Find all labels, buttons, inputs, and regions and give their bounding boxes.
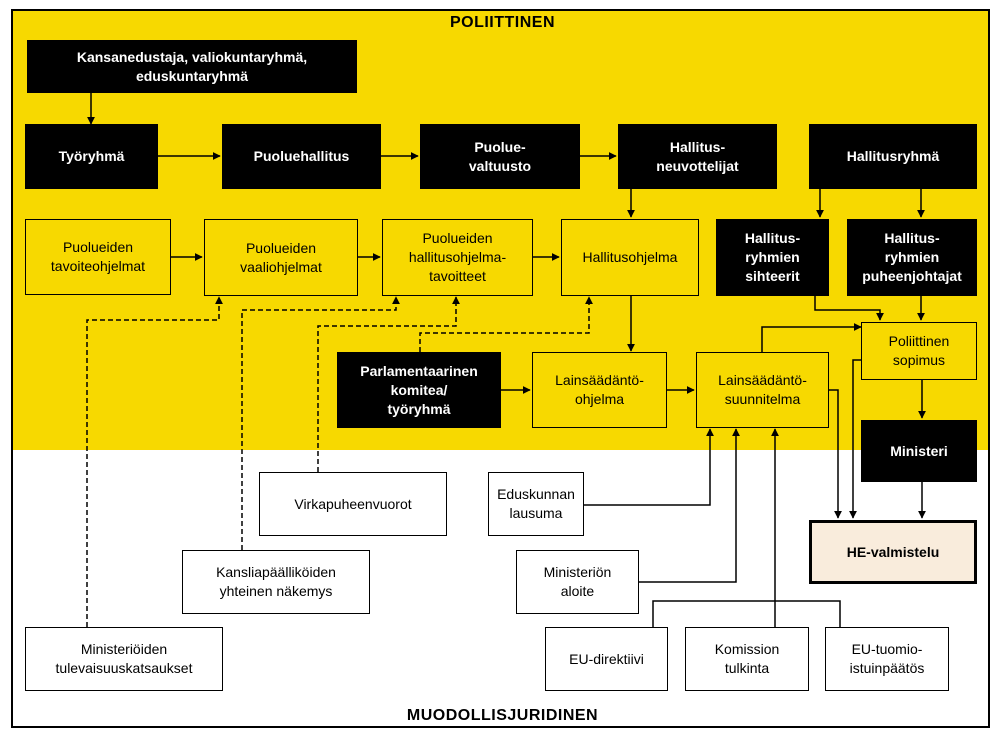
node-hallitusohjelmatavoitteet: Puolueiden hallitusohjelma- tavoitteet xyxy=(382,219,533,296)
node-ministeri: Ministeri xyxy=(861,420,977,482)
node-eu-direktiivi: EU-direktiivi xyxy=(545,627,668,691)
node-hallitusneuvottelijat: Hallitus- neuvottelijat xyxy=(618,124,777,189)
diagram-frame xyxy=(11,9,990,728)
node-parlamentaarinen: Parlamentaarinen komitea/ työryhmä xyxy=(337,352,501,428)
node-tulevaisuuskatsaukset: Ministeriöiden tulevaisuuskatsaukset xyxy=(25,627,223,691)
node-hallitusohjelma: Hallitusohjelma xyxy=(561,219,699,296)
node-puheenjohtajat: Hallitus- ryhmien puheenjohtajat xyxy=(847,219,977,296)
node-lainsaadantosuunnitelma: Lainsäädäntö- suunnitelma xyxy=(696,352,829,428)
node-komission-tulkinta: Komission tulkinta xyxy=(685,627,809,691)
node-virkapuheenvuorot: Virkapuheenvuorot xyxy=(259,472,447,536)
node-vaaliohjelmat: Puolueiden vaaliohjelmat xyxy=(204,219,358,296)
node-hallitusryhma: Hallitusryhmä xyxy=(809,124,977,189)
node-puoluehallitus: Puoluehallitus xyxy=(222,124,381,189)
node-lainsaadantoohjelma: Lainsäädäntö- ohjelma xyxy=(532,352,667,428)
node-sihteerit: Hallitus- ryhmien sihteerit xyxy=(716,219,829,296)
node-tyoryhma: Työryhmä xyxy=(25,124,158,189)
section-title-political: POLIITTINEN xyxy=(449,14,556,31)
node-kansliapaallikot: Kansliapäälliköiden yhteinen näkemys xyxy=(182,550,370,614)
node-puoluevaltuusto: Puolue- valtuusto xyxy=(420,124,580,189)
node-ministerion-aloite: Ministeriön aloite xyxy=(516,550,639,614)
node-tavoiteohjelmat: Puolueiden tavoiteohjelmat xyxy=(25,219,171,295)
node-poliittinen-sopimus: Poliittinen sopimus xyxy=(861,322,977,380)
node-eu-tuomioistuin: EU-tuomio- istuinpäätös xyxy=(825,627,949,691)
node-he-valmistelu: HE-valmistelu xyxy=(809,520,977,584)
node-kansanedustaja: Kansanedustaja, valiokuntaryhmä, eduskun… xyxy=(27,40,357,93)
node-eduskunnan-lausuma: Eduskunnan lausuma xyxy=(488,472,584,536)
section-title-formal-legal: MUODOLLISJURIDINEN xyxy=(406,707,599,724)
